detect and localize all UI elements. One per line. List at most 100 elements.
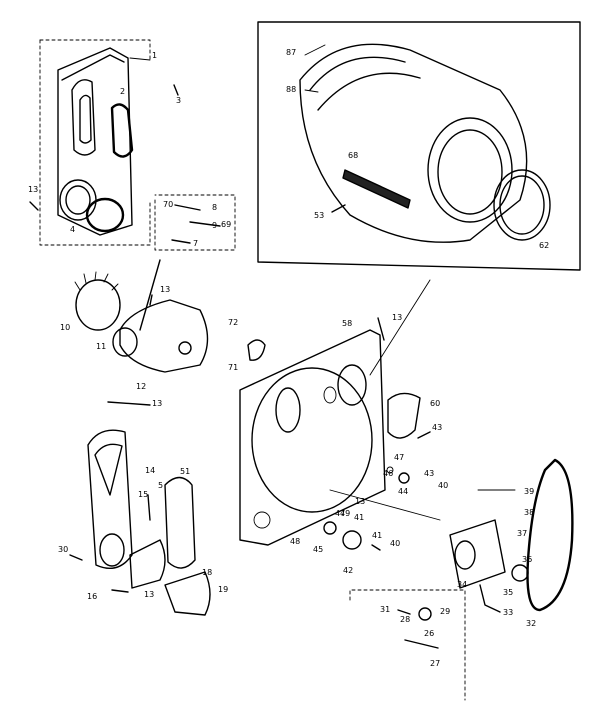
duct-connector [139,259,161,331]
callout-33: 33 [503,608,513,617]
part-17 [129,539,166,589]
callout-68: 68 [348,151,358,160]
part-18 [164,571,211,616]
screw-part-16 [111,589,129,593]
bracket-part-69 [189,221,221,227]
duct-part-14-outlet [99,533,125,567]
rear-panel-hole-2 [253,511,271,529]
callout-30: 30 [58,545,68,554]
fan-blades [74,271,119,291]
callout-58: 58 [342,319,352,328]
callout-53: 53 [314,211,324,220]
callout-13-b: 13 [160,285,170,294]
callout-31: 31 [380,605,390,614]
part-15 [147,494,151,521]
drum-opening [427,117,513,223]
callout-71: 71 [228,363,238,372]
screw-part-13c [377,317,385,341]
front-panel-group [29,39,179,246]
callout-18: 18 [202,568,212,577]
bracket-part-33 [479,584,501,613]
callout-27: 27 [430,659,440,668]
panel-lower-hole-inner [65,185,91,215]
callout-2: 2 [120,87,125,96]
screw-part-13 [29,201,39,211]
callout-45: 45 [313,545,323,554]
callout-36: 36 [522,555,532,564]
screw-part-7 [171,239,191,244]
callout-12: 12 [136,382,146,391]
part-45 [323,521,337,535]
bearing-group [323,466,441,551]
callout-28: 28 [400,615,410,624]
callout-14: 14 [145,466,155,475]
callout-35: 35 [503,588,513,597]
part-44 [398,472,410,484]
callout-41: 41 [354,513,364,522]
callout-41-b: 41 [372,531,382,540]
motor-group [449,458,574,613]
blower-housing-part-11 [119,299,209,373]
axis-line [329,489,441,521]
callout-labels: 1 2 3 4 13 87 88 68 53 62 70 8 69 7 10 1… [28,48,549,668]
callout-49: 49 [340,509,350,518]
callout-26: 26 [424,629,434,638]
seal-part-2 [110,103,134,158]
rear-panel-circle [251,367,373,513]
callout-19: 19 [218,585,228,594]
callout-8: 8 [212,203,217,212]
motor-part-36 [449,519,506,589]
lint-filter-part-51 [164,476,196,569]
rear-panel-opening [275,387,301,433]
callout-29: 29 [440,607,450,616]
belt-part-32 [526,458,574,612]
screw-part-53 [331,204,346,213]
front-panel-top-edge [61,54,125,81]
callout-3: 3 [176,96,181,105]
ring-part-4 [85,197,125,233]
callout-10: 10 [60,323,70,332]
leader-to-drum [369,279,431,376]
duct-group [69,401,211,616]
part-28 [418,607,432,621]
callout-16: 16 [87,592,97,601]
fan-part-10 [75,279,121,331]
drum-box-border [257,21,581,271]
idler-box-border [349,589,466,701]
drum-rib-1 [309,56,406,91]
cover-part-60 [387,392,421,439]
motor-end [454,540,476,570]
callout-60: 60 [430,399,440,408]
callout-87: 87 [286,48,296,57]
callout-4: 4 [70,225,75,234]
clip-part-72 [247,339,266,361]
rear-panel-opening-2 [337,364,367,406]
callout-47-b: 47 [335,509,345,518]
callout-51: 51 [180,467,190,476]
part-31 [397,609,411,615]
group-border [39,39,151,61]
callout-44: 44 [398,487,408,496]
blower-inlet [112,327,138,357]
drum-opening-inner [437,129,503,215]
callout-43-b: 43 [424,469,434,478]
group-border-left [39,39,151,246]
screw-part-43a [417,431,431,439]
callout-5: 5 [158,481,163,490]
drum [299,43,528,243]
callout-48: 48 [290,537,300,546]
duct-part-14 [87,429,133,569]
part-49 [342,530,362,550]
panel-opening-inner [79,94,92,144]
callout-15: 15 [138,490,148,499]
screw-part-58 [69,554,83,561]
callout-13-f: 13 [144,590,154,599]
callout-43-a: 43 [432,423,442,432]
idler-group [349,589,466,701]
callout-32: 32 [526,619,536,628]
callout-1: 1 [152,51,157,60]
callout-62: 62 [539,241,549,250]
callout-72: 72 [228,318,238,327]
callout-34: 34 [457,580,467,589]
